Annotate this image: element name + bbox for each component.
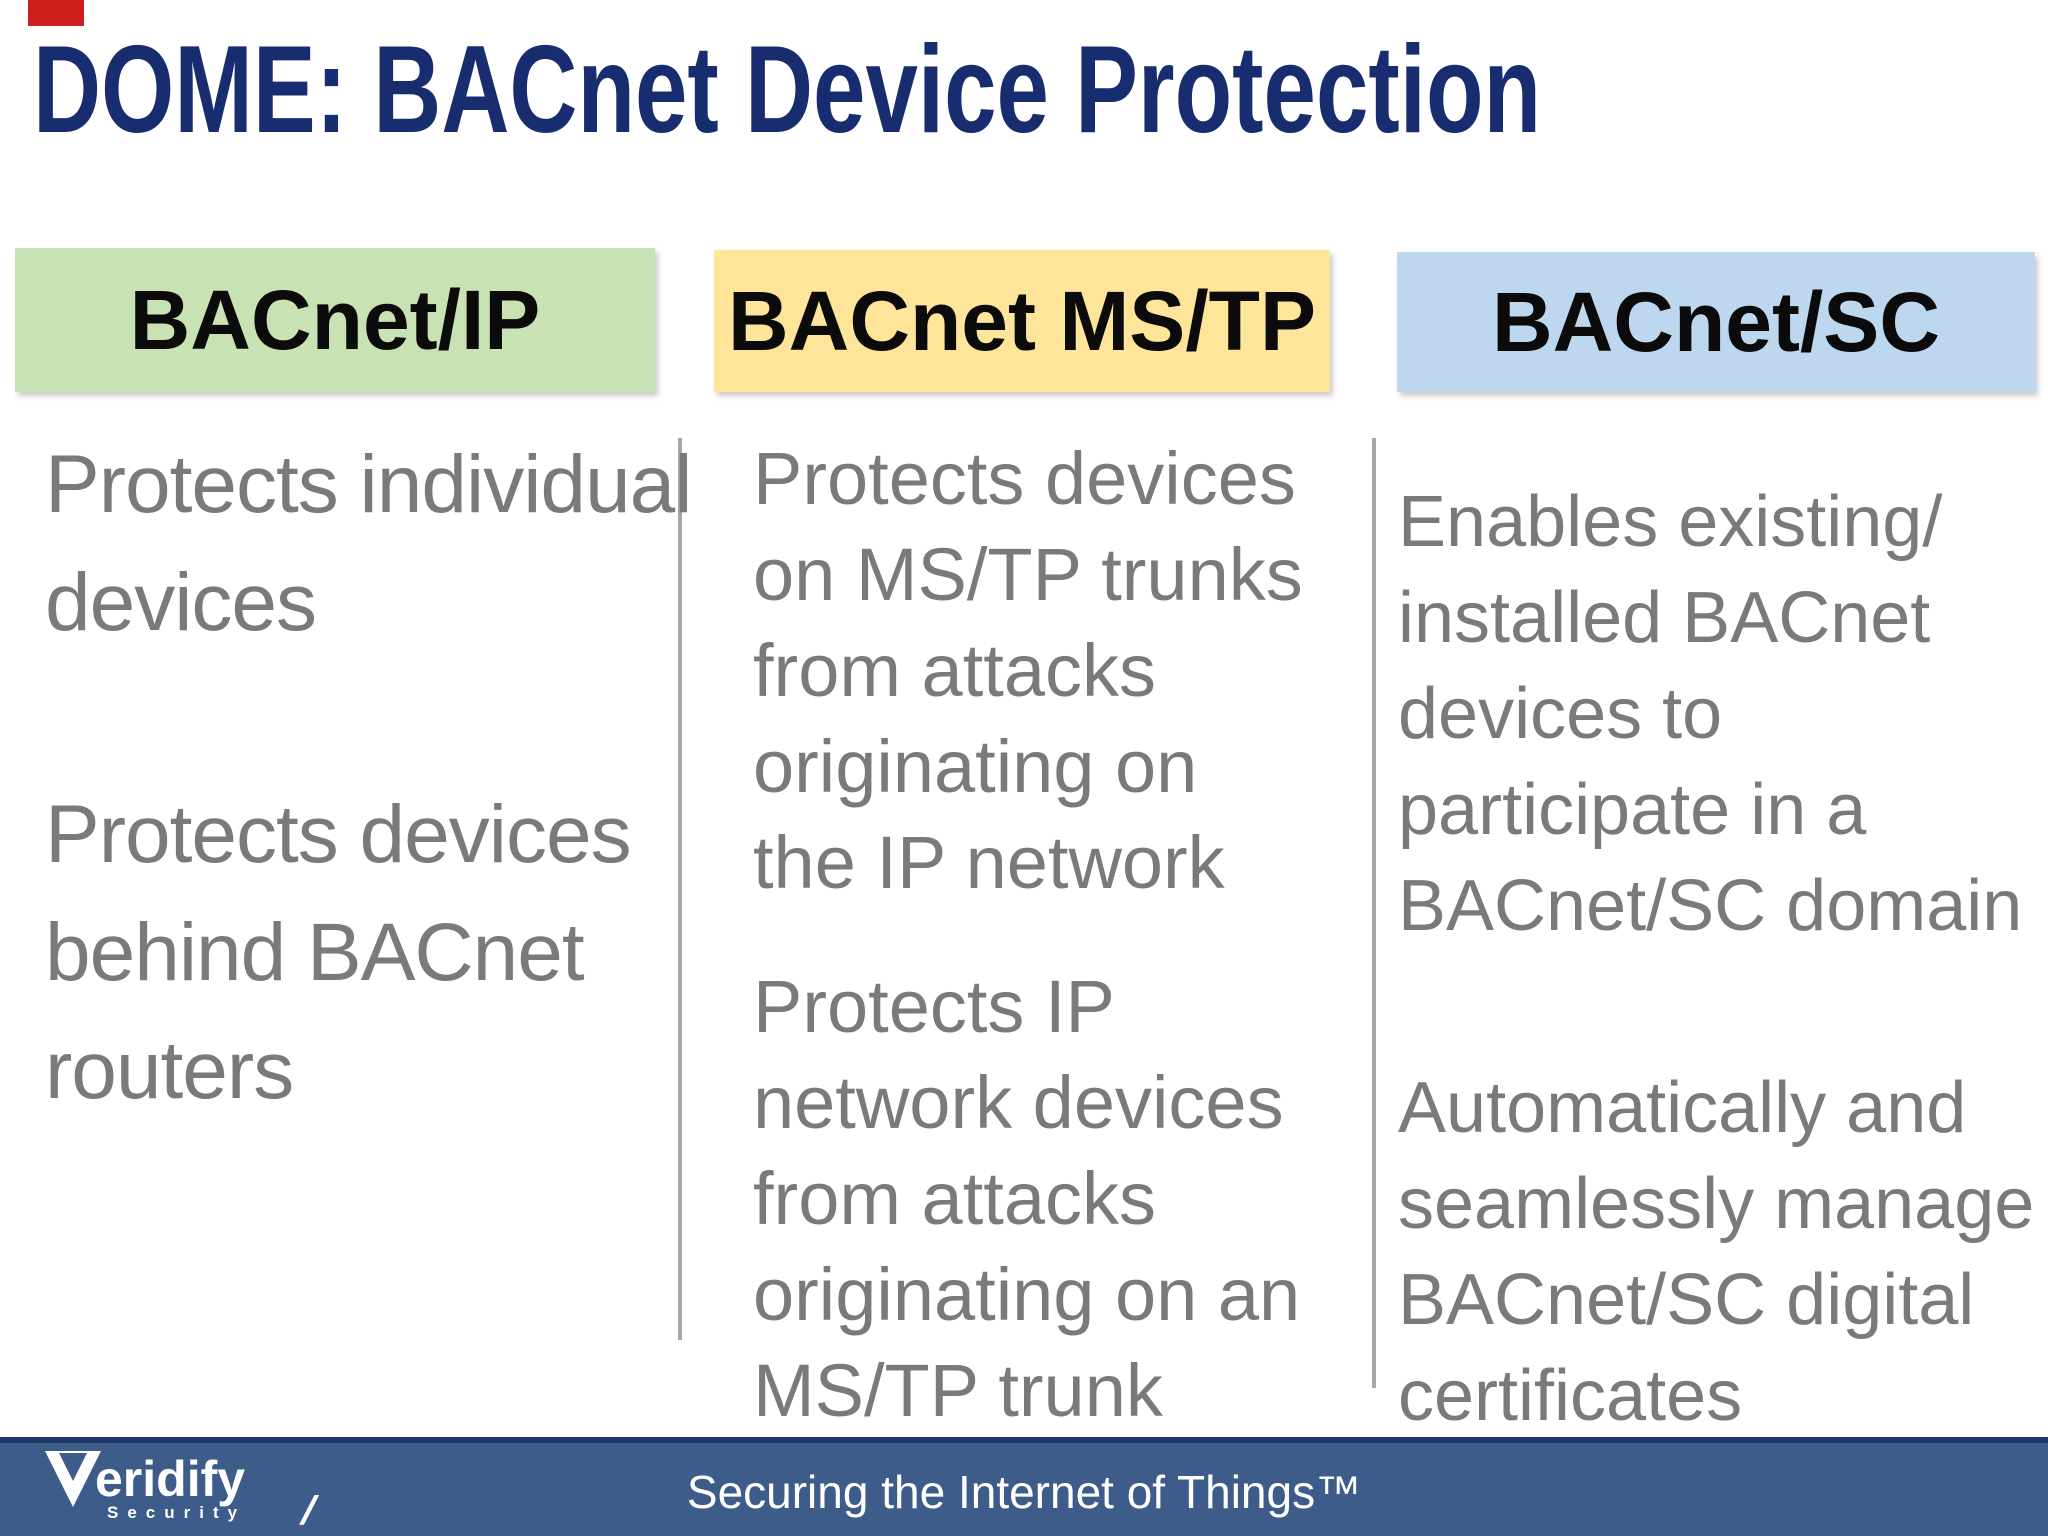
logo-brand-text: eridify xyxy=(95,1451,246,1507)
column-header-label: BACnet/SC xyxy=(1491,274,1940,369)
column-divider-left xyxy=(678,438,682,1340)
bacnet-sc-paragraph-2: Automatically and seamlessly manage BACn… xyxy=(1398,1068,2035,1436)
column-header-bacnet-ip: BACnet/IP xyxy=(15,248,655,392)
red-marker-artifact xyxy=(28,0,84,26)
bacnet-ip-paragraph-2: Protects devices behind BACnet routers xyxy=(45,789,632,1116)
page-title: DOME: BACnet Device Protection xyxy=(33,21,1542,159)
column-divider-right xyxy=(1372,438,1376,1388)
column-header-label: BACnet/IP xyxy=(129,272,541,367)
bacnet-sc-paragraph-1: Enables existing/ installed BACnet devic… xyxy=(1398,482,2023,946)
column-header-bacnet-mstp: BACnet MS/TP xyxy=(714,250,1330,392)
column-header-bacnet-sc: BACnet/SC xyxy=(1397,252,2035,392)
bacnet-mstp-paragraph-1: Protects devices on MS/TP trunks from at… xyxy=(753,437,1303,904)
bacnet-ip-paragraph-1: Protects individual devices xyxy=(45,439,692,648)
veridify-v-icon xyxy=(45,1451,101,1507)
bacnet-mstp-paragraph-2: Protects IP network devices from attacks… xyxy=(753,965,1301,1432)
column-header-label: BACnet MS/TP xyxy=(728,273,1316,368)
footer-tagline: Securing the Internet of Things™ xyxy=(686,1466,1362,1518)
veridify-logo: eridify Security / xyxy=(45,1451,321,1533)
footer-bar: eridify Security / Securing the Internet… xyxy=(0,1437,2048,1536)
logo-security-text: Security xyxy=(107,1503,247,1522)
